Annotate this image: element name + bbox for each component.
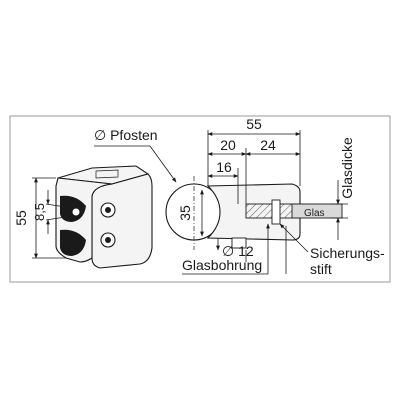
clamp-top-slot bbox=[95, 169, 119, 179]
screw-upper-socket bbox=[105, 207, 111, 213]
clamp-groove-lower bbox=[60, 229, 86, 256]
dimension-35: 35 bbox=[177, 189, 204, 237]
section-screw bbox=[231, 237, 247, 249]
glass-pane bbox=[291, 203, 343, 219]
dimension-20: 20 bbox=[207, 137, 247, 156]
dim-55-left-label: 55 bbox=[13, 210, 29, 226]
glass-thickness-label: Glasdicke bbox=[339, 137, 355, 199]
dim-20-label: 20 bbox=[220, 137, 236, 153]
dimension-55-top: 55 bbox=[207, 116, 301, 136]
clamp-front-face bbox=[91, 173, 153, 269]
dimension-16: 16 bbox=[207, 159, 239, 178]
drawing-frame bbox=[9, 115, 391, 283]
dim-16-label: 16 bbox=[216, 159, 232, 175]
dim-24-label: 24 bbox=[260, 137, 276, 153]
safety-pin-icon bbox=[271, 199, 281, 225]
glass-label: Glas bbox=[304, 208, 325, 219]
dimension-glass-thickness: Glasdicke bbox=[330, 137, 355, 240]
screw-lower-socket bbox=[105, 237, 111, 243]
dimension-24: 24 bbox=[245, 137, 301, 156]
dimension-8-5: 8,5 bbox=[32, 190, 73, 234]
dim-12-label: ∅ 12 bbox=[222, 243, 254, 259]
post-diameter-leader bbox=[149, 145, 177, 183]
safety-pin-label-2: stift bbox=[310, 261, 332, 277]
drilling-label: Glasbohrung bbox=[182, 257, 262, 273]
dim-8-5-label: 8,5 bbox=[32, 203, 47, 221]
dim-55-top-label: 55 bbox=[246, 116, 262, 132]
post-diameter-label: ∅ Pfosten bbox=[94, 127, 158, 143]
dimension-diameter-12: ∅ 12 bbox=[216, 238, 254, 262]
clamp-3d-view bbox=[55, 165, 153, 269]
dim-35-label: 35 bbox=[177, 205, 193, 221]
dimension-55-left: 55 bbox=[13, 177, 66, 259]
side-hole-icon bbox=[71, 207, 81, 217]
safety-pin-leader bbox=[279, 223, 309, 253]
safety-pin-label-1: Sicherungs- bbox=[310, 245, 385, 261]
